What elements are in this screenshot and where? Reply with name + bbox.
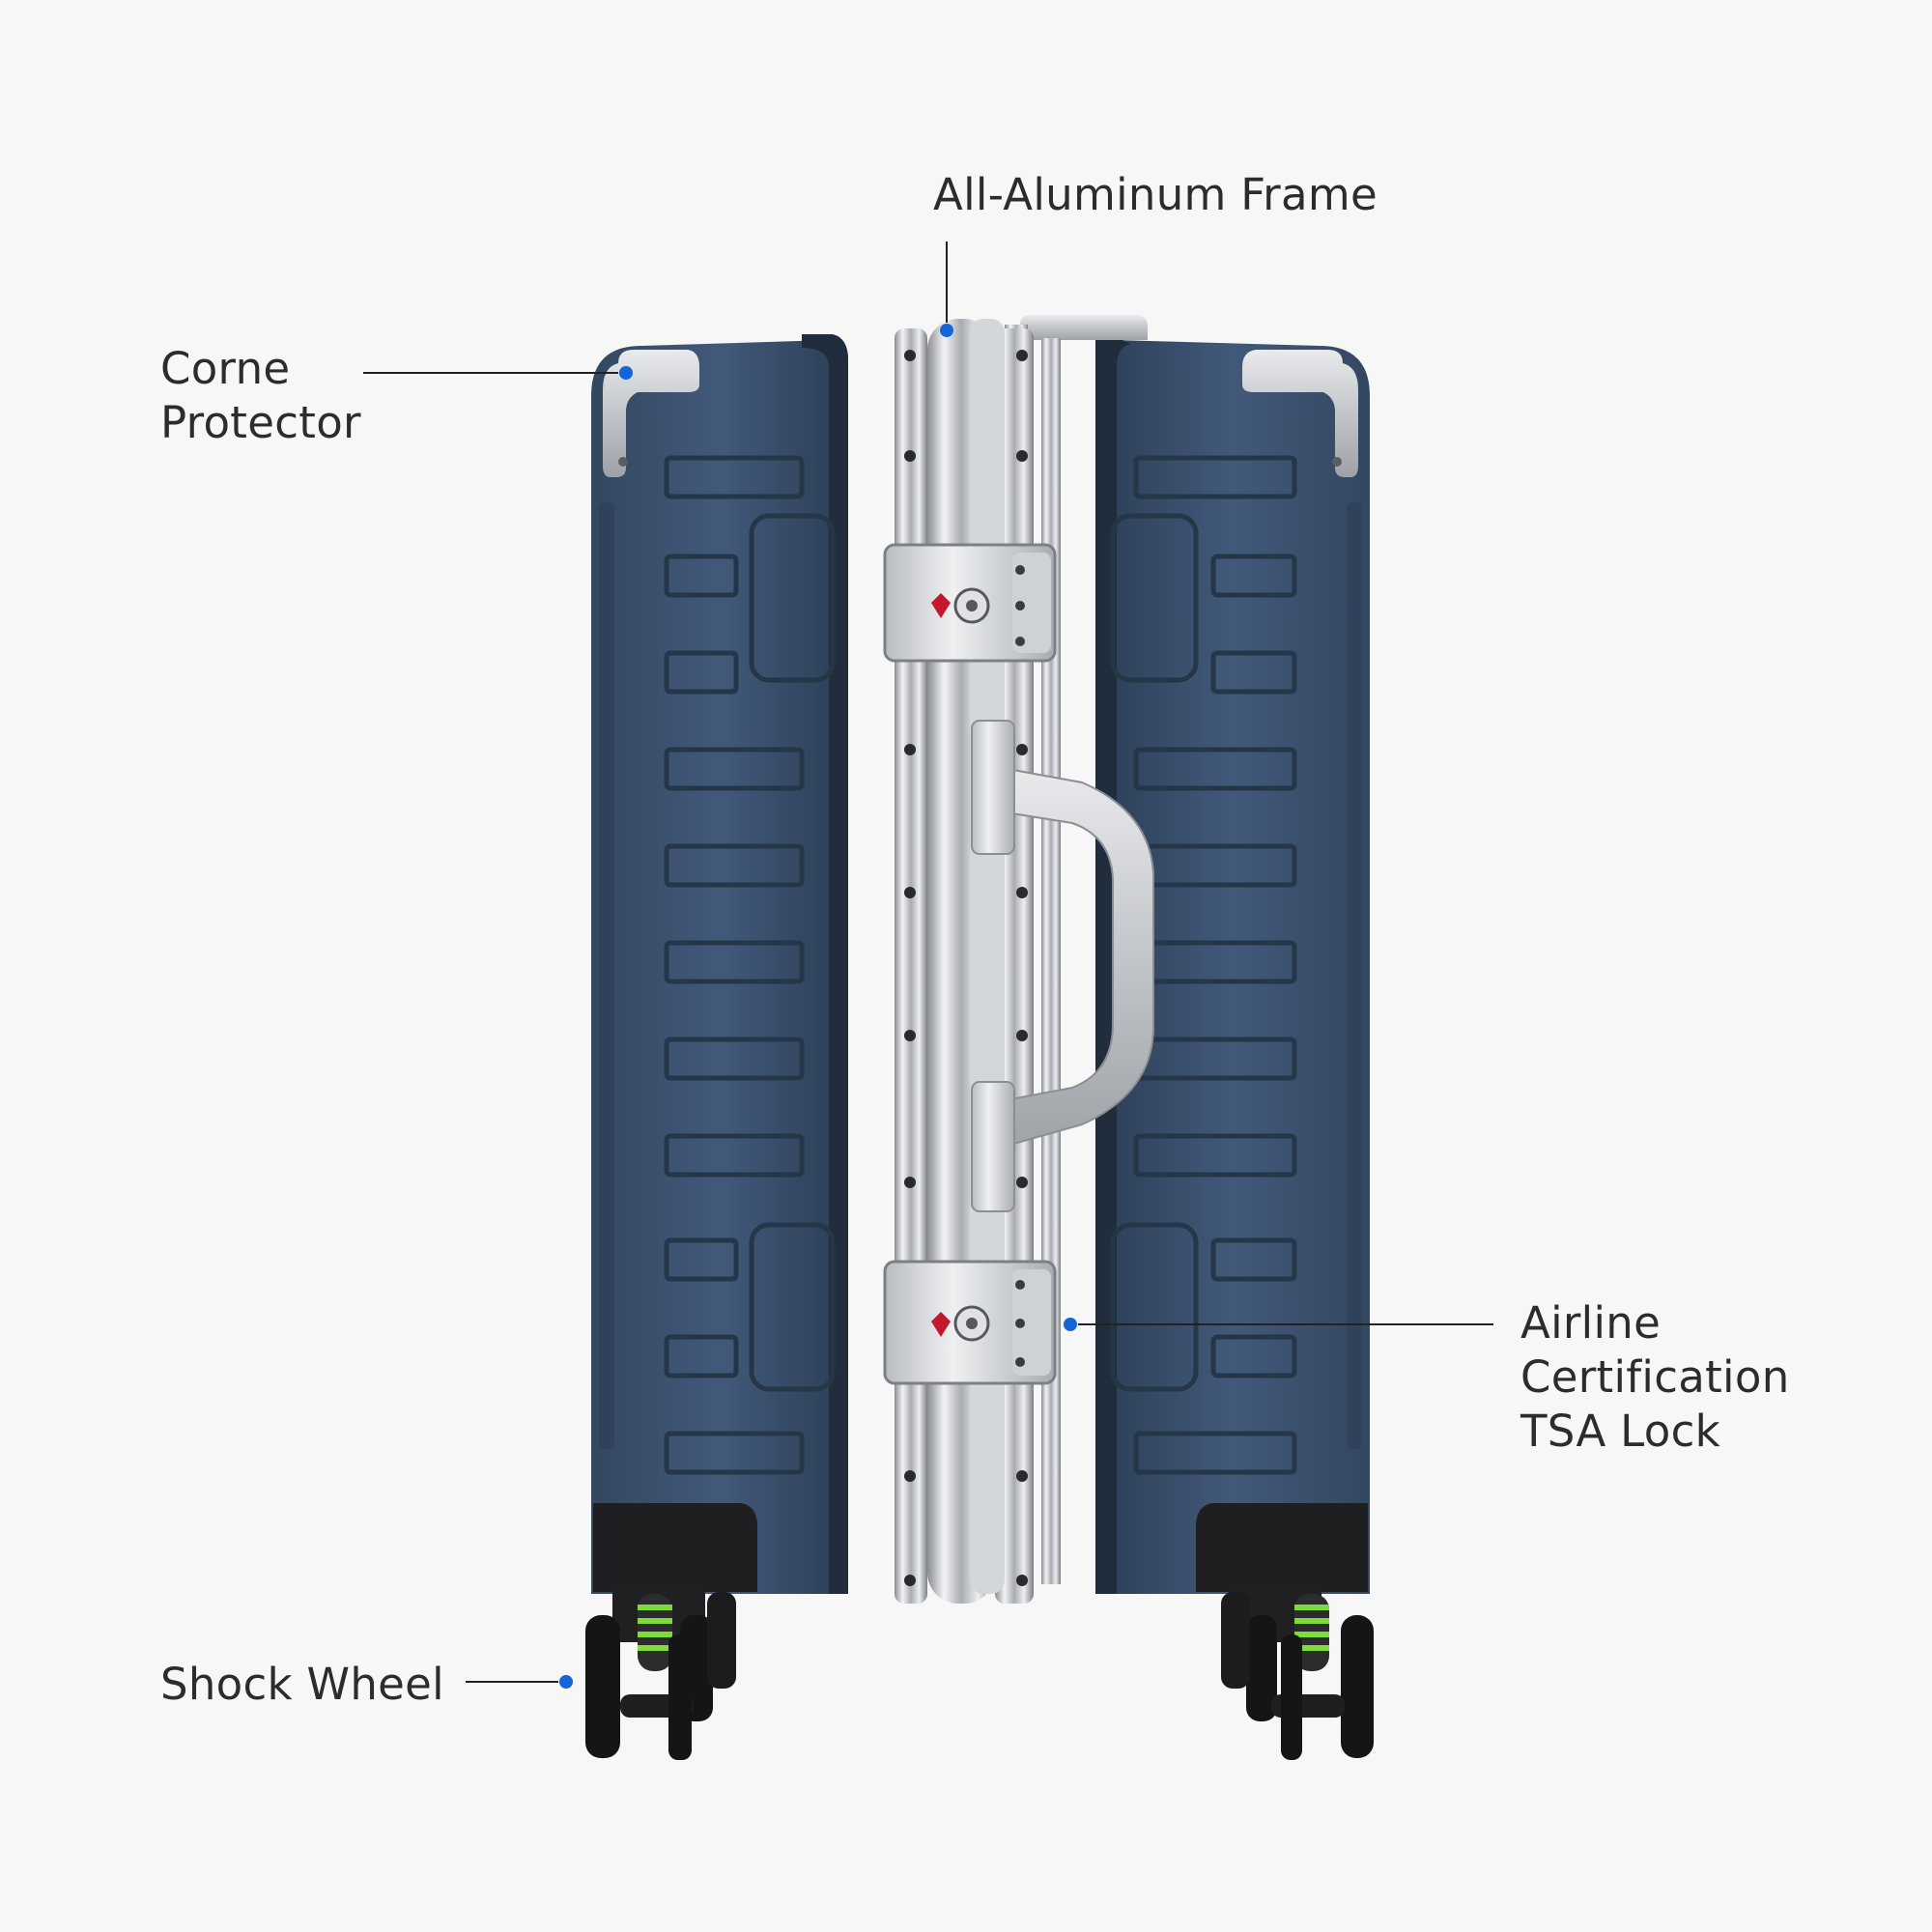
tsa-lock-bottom (883, 1260, 1057, 1385)
left-wheel-assembly (585, 1584, 736, 1760)
callout-text: Airline (1520, 1297, 1662, 1349)
tsa-marker-dot (1064, 1318, 1077, 1331)
callout-text: Certification (1520, 1351, 1790, 1403)
tsa-lock-top (883, 543, 1057, 663)
left-shell (591, 334, 848, 1594)
callout-leaders (363, 242, 1493, 1689)
callout-text: Shock Wheel (160, 1659, 444, 1710)
callout-text: TSA Lock (1520, 1406, 1720, 1457)
callout-text: Corne (160, 343, 291, 394)
frame-marker-dot (940, 324, 953, 337)
callout-tsa-lock: Airline Certification TSA Lock (1520, 1296, 1790, 1459)
callout-text: All-Aluminum Frame (933, 169, 1378, 220)
wheel-marker-dot (559, 1675, 573, 1689)
callout-shock-wheel: Shock Wheel (160, 1658, 444, 1712)
right-wheel-assembly (1221, 1584, 1374, 1760)
corner-marker-dot (619, 366, 633, 380)
callout-text: Protector (160, 397, 361, 448)
callout-all-aluminum-frame: All-Aluminum Frame (933, 168, 1378, 222)
callout-corner-protector: Corne Protector (160, 342, 361, 450)
